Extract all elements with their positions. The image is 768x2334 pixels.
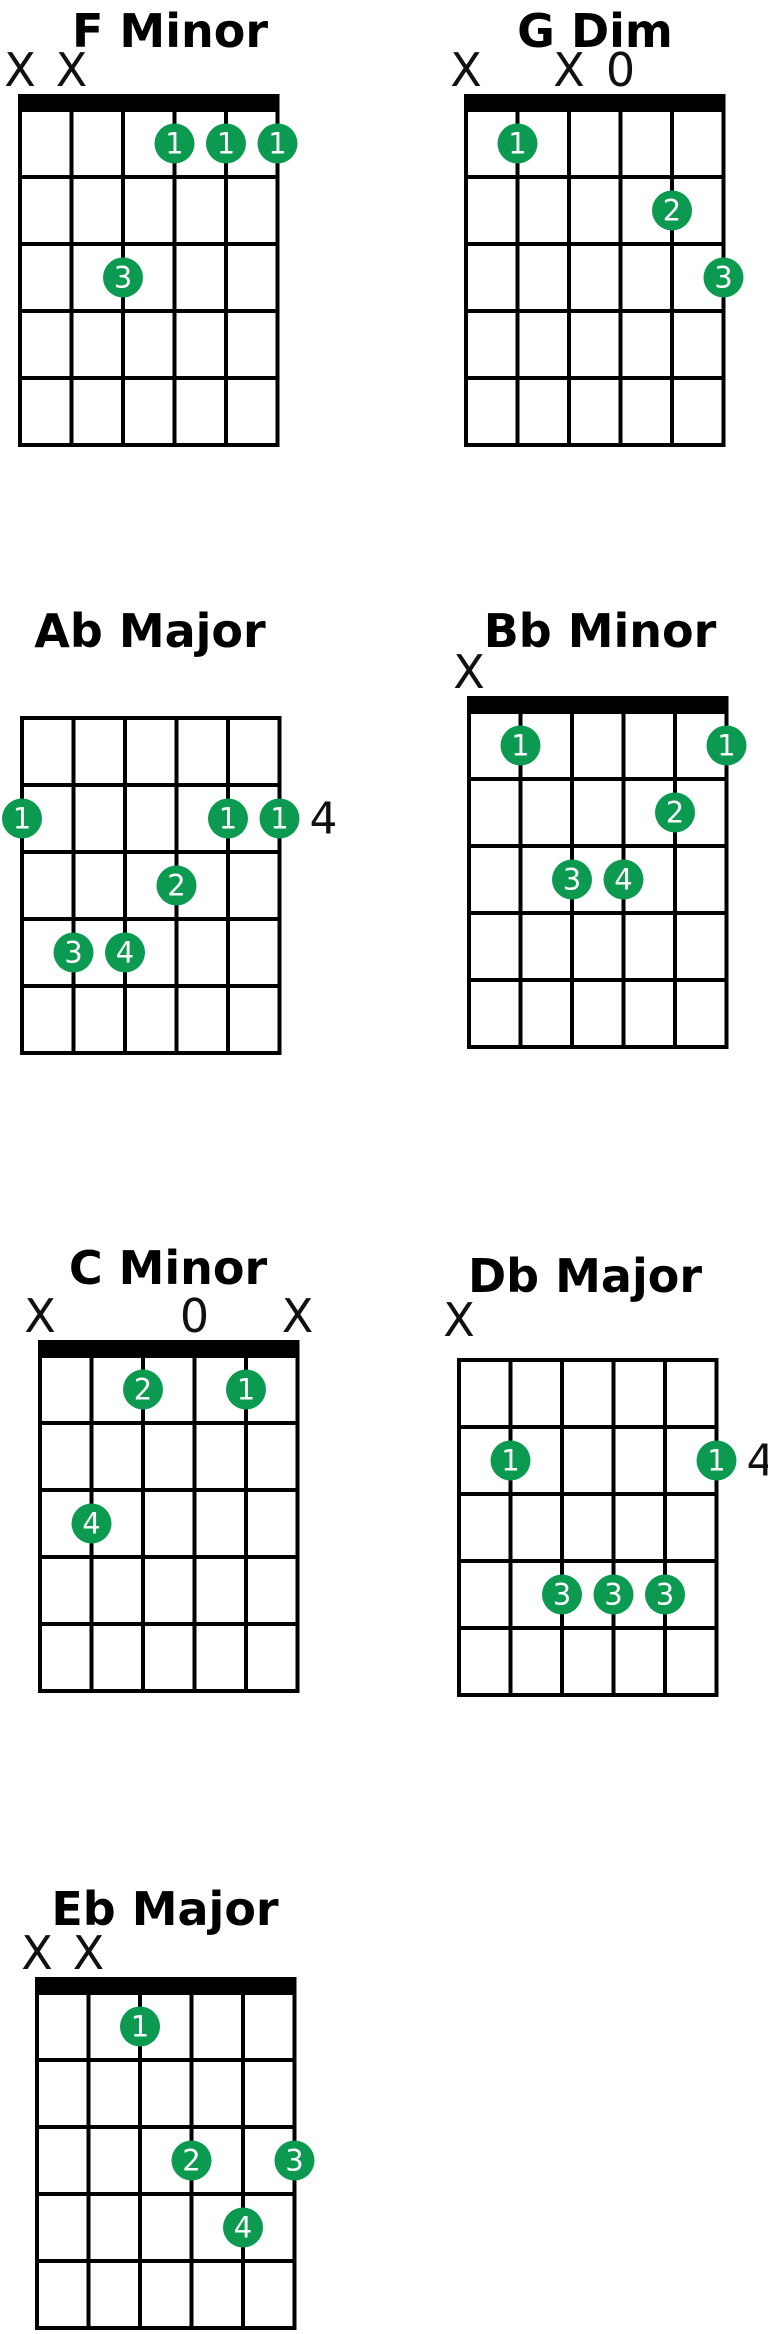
chord-title: G Dim <box>517 4 673 58</box>
finger-number: 4 <box>614 863 632 897</box>
open-string-marker: 0 <box>606 43 635 97</box>
finger-dot <box>123 1369 163 1410</box>
finger-number: 1 <box>165 127 183 161</box>
finger-number: 1 <box>131 2010 149 2044</box>
nut-bar <box>35 1977 297 1995</box>
finger-number: 2 <box>666 796 684 830</box>
finger-number: 4 <box>234 2211 252 2245</box>
finger-number: 1 <box>13 802 31 836</box>
nut-bar <box>18 94 280 112</box>
finger-number: 1 <box>707 1444 725 1478</box>
finger-number: 4 <box>116 936 134 970</box>
open-string-marker: 0 <box>180 1289 209 1343</box>
finger-number: 1 <box>268 127 286 161</box>
finger-dot <box>645 1574 685 1615</box>
finger-dot <box>206 123 246 164</box>
muted-string-marker: X <box>453 645 485 699</box>
muted-string-marker: X <box>553 43 585 97</box>
chord-title: Bb Minor <box>484 604 717 658</box>
finger-number: 3 <box>64 936 82 970</box>
finger-number: 4 <box>82 1507 100 1541</box>
finger-number: 2 <box>134 1373 152 1407</box>
finger-dot <box>542 1574 582 1615</box>
finger-dot <box>497 123 538 164</box>
finger-number: 1 <box>237 1373 255 1407</box>
finger-number: 3 <box>285 2144 303 2178</box>
finger-dot <box>603 859 644 900</box>
fret-position-label: 4 <box>747 1436 768 1487</box>
finger-dot <box>171 2140 212 2181</box>
finger-number: 1 <box>270 802 288 836</box>
finger-dot <box>257 123 298 164</box>
finger-number: 2 <box>182 2144 200 2178</box>
chord-title: F Minor <box>72 4 268 58</box>
finger-number: 3 <box>604 1578 622 1612</box>
finger-dot <box>105 932 145 973</box>
finger-dot <box>490 1440 531 1481</box>
chord-title: Eb Major <box>51 1882 279 1936</box>
finger-number: 1 <box>511 729 529 763</box>
nut-bar <box>467 696 729 714</box>
finger-dot <box>652 190 692 231</box>
finger-dot <box>103 257 143 298</box>
nut-bar <box>464 94 726 112</box>
muted-string-marker: X <box>21 1926 53 1980</box>
finger-number: 1 <box>717 729 735 763</box>
finger-number: 2 <box>663 194 681 228</box>
finger-dot <box>120 2006 160 2047</box>
finger-number: 1 <box>217 127 235 161</box>
finger-dot <box>655 792 695 833</box>
finger-dot <box>71 1503 112 1544</box>
finger-dot <box>696 1440 737 1481</box>
finger-number: 1 <box>508 127 526 161</box>
fret-position-label: 4 <box>310 794 338 845</box>
finger-number: 3 <box>714 261 732 295</box>
finger-number: 1 <box>501 1444 519 1478</box>
chord-title: Ab Major <box>34 604 266 658</box>
muted-string-marker: X <box>24 1289 56 1343</box>
finger-dot <box>208 798 248 839</box>
finger-dot <box>2 798 42 839</box>
finger-dot <box>154 123 195 164</box>
finger-dot <box>500 725 541 766</box>
muted-string-marker: X <box>443 1293 475 1347</box>
finger-dot <box>274 2140 315 2181</box>
finger-dot <box>259 798 300 839</box>
nut-bar <box>38 1340 300 1358</box>
finger-number: 3 <box>563 863 581 897</box>
finger-dot <box>53 932 94 973</box>
finger-number: 3 <box>114 261 132 295</box>
finger-number: 3 <box>656 1578 674 1612</box>
finger-dot <box>223 2207 263 2248</box>
muted-string-marker: X <box>282 1289 314 1343</box>
finger-dot <box>156 865 197 906</box>
finger-number: 3 <box>553 1578 571 1612</box>
chord-title: C Minor <box>69 1241 268 1295</box>
muted-string-marker: X <box>73 1926 105 1980</box>
chord-title: Db Major <box>468 1249 702 1303</box>
finger-dot <box>706 725 747 766</box>
muted-string-marker: X <box>56 43 88 97</box>
finger-dot <box>226 1369 266 1410</box>
finger-number: 2 <box>167 869 185 903</box>
muted-string-marker: X <box>450 43 482 97</box>
muted-string-marker: X <box>4 43 36 97</box>
finger-number: 1 <box>219 802 237 836</box>
finger-dot <box>593 1574 634 1615</box>
finger-dot <box>703 257 744 298</box>
finger-dot <box>552 859 592 900</box>
